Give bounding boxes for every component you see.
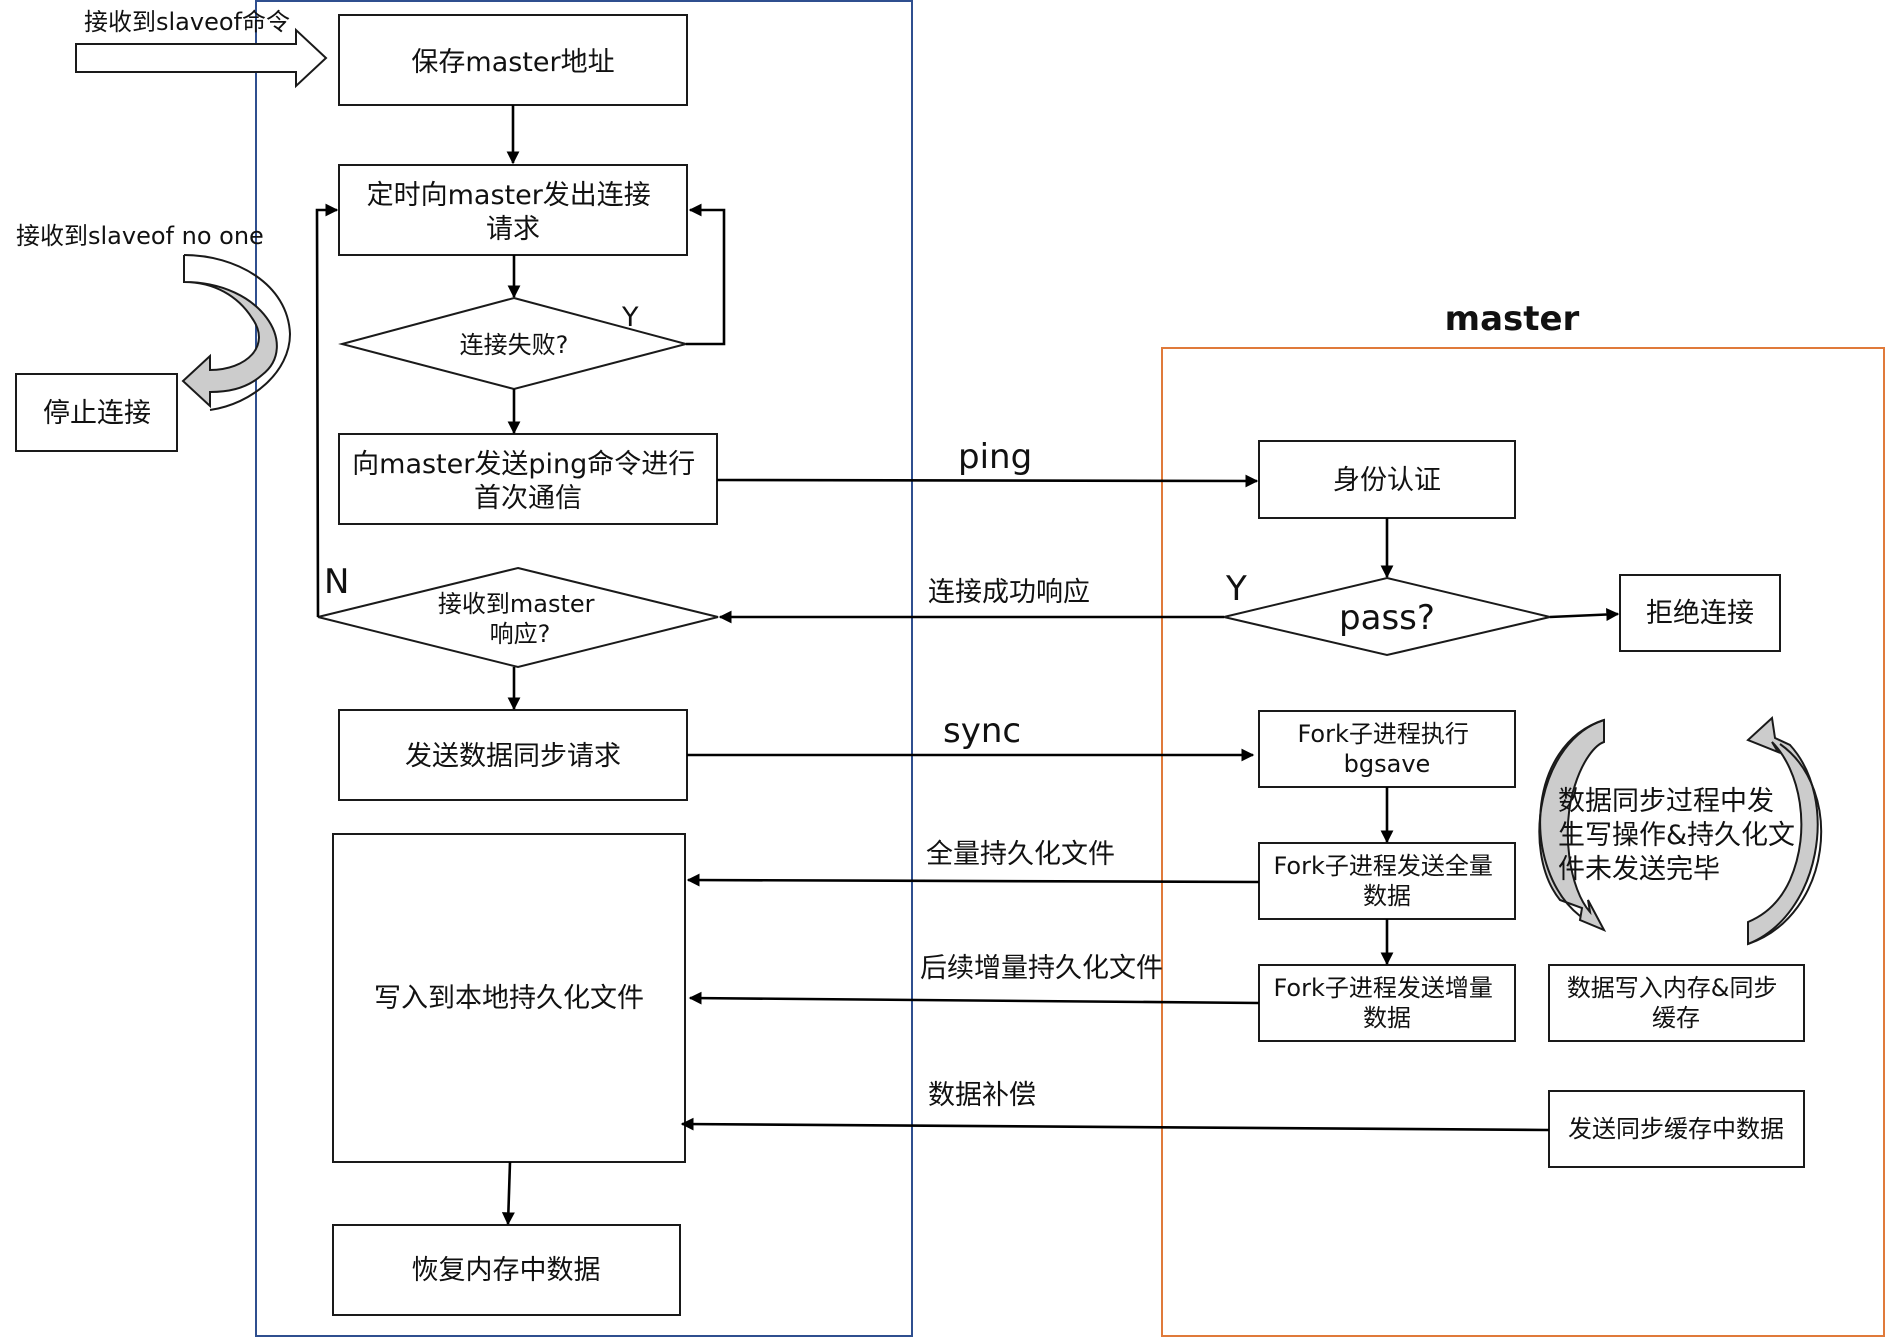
received-response-line-2: 响应? — [490, 620, 551, 648]
fork-send-incr-box — [1258, 964, 1516, 1042]
edge-buffer-to-write — [680, 1117, 1550, 1132]
edge-connect-ok-label: 连接成功响应 — [928, 577, 1090, 608]
connect-failed-yes-mark: Y — [621, 302, 639, 333]
timed-connect-label: 定时向master发出连接 请求 — [367, 180, 660, 245]
fork-bgsave-label: Fork子进程执行 bgsave — [1297, 720, 1476, 778]
timed-connect-line-1: 定时向master发出连接 — [367, 180, 651, 211]
pass-diamond — [1223, 576, 1551, 657]
fork-send-full-label: Fork子进程发送全量 数据 — [1273, 852, 1500, 910]
pass-yes-mark: Y — [1225, 569, 1247, 609]
fork-bgsave-line-1: Fork子进程执行 — [1297, 720, 1468, 748]
write-mem-buffer-line-1: 数据写入内存&同步 — [1567, 974, 1778, 1002]
edge-full-file-label: 全量持久化文件 — [926, 839, 1115, 870]
received-response-diamond — [317, 566, 719, 669]
timed-connect-box — [338, 164, 688, 256]
write-mem-buffer-line-2: 缓存 — [1652, 1004, 1700, 1032]
cycle-left-arrow-icon — [1538, 718, 1607, 932]
slave-frame — [255, 0, 913, 1337]
edge-response-no-loop — [315, 203, 339, 618]
connect-failed-label: 连接失败? — [460, 331, 569, 359]
master-title: master — [1445, 299, 1580, 339]
cycle-left-outline — [1539, 719, 1605, 917]
stop-connection-box — [15, 373, 178, 452]
edge-ping-label: ping — [958, 437, 1032, 477]
send-buffer-data-label: 发送同步缓存中数据 — [1568, 1115, 1784, 1143]
slaveof-arrow-icon — [75, 27, 328, 89]
write-mem-buffer-label: 数据写入内存&同步 缓存 — [1567, 974, 1785, 1032]
save-master-addr-label: 保存master地址 — [411, 47, 614, 78]
pass-label: pass? — [1339, 598, 1435, 638]
write-mem-buffer-box — [1548, 964, 1805, 1042]
edge-write-to-restore — [501, 1161, 515, 1226]
reject-box — [1619, 574, 1781, 652]
received-response-line-1: 接收到master — [438, 590, 595, 618]
edge-incr-file-label: 后续增量持久化文件 — [920, 953, 1163, 984]
edge-incr-to-write — [688, 991, 1260, 1005]
edge-full-to-write — [686, 873, 1260, 887]
write-local-file-label: 写入到本地持久化文件 — [374, 983, 644, 1014]
send-ping-line-1: 向master发送ping命令进行 — [352, 449, 695, 480]
cycle-right-outline — [1747, 743, 1823, 945]
restore-memory-box — [332, 1224, 681, 1316]
edge-sync-label: sync — [943, 711, 1021, 751]
send-ping-line-2: 首次通信 — [474, 483, 582, 514]
restore-memory-label: 恢复内存中数据 — [412, 1255, 601, 1286]
stop-connection-label: 停止连接 — [43, 398, 151, 429]
send-buffer-data-box — [1548, 1090, 1805, 1168]
curved-arrow-icon — [181, 255, 278, 409]
fork-send-full-line-1: Fork子进程发送全量 — [1273, 852, 1492, 880]
send-ping-box — [338, 433, 718, 525]
fork-bgsave-box — [1258, 710, 1516, 788]
fork-bgsave-line-2: bgsave — [1344, 750, 1431, 778]
master-frame — [1161, 347, 1885, 1337]
fork-send-incr-line-2: 数据 — [1363, 1004, 1411, 1032]
received-response-no-mark: N — [324, 562, 349, 602]
cycle-right-arrow-icon — [1746, 715, 1819, 946]
edge-pass-to-reject — [1549, 608, 1620, 622]
fork-send-full-box — [1258, 842, 1516, 920]
edge-failed-yes-loop — [686, 203, 726, 346]
edge-ping-to-auth — [716, 474, 1259, 488]
fork-send-incr-label: Fork子进程发送增量 数据 — [1273, 974, 1500, 1032]
cycle-note-line-1: 数据同步过程中发 — [1558, 786, 1774, 817]
fork-send-incr-line-1: Fork子进程发送增量 — [1273, 974, 1492, 1002]
curved-arrow-top-icon — [183, 254, 292, 411]
save-master-addr-box — [338, 14, 688, 106]
received-response-label: 接收到master 响应? — [438, 590, 602, 648]
edge-compensate-label: 数据补偿 — [928, 1080, 1036, 1111]
reject-label: 拒绝连接 — [1646, 598, 1754, 629]
cycle-note-line-3: 件未发送完毕 — [1558, 854, 1720, 885]
auth-label: 身份认证 — [1333, 465, 1441, 496]
cycle-note-line-2: 生写操作&持久化文 — [1558, 820, 1795, 851]
cycle-note-label: 数据同步过程中发 生写操作&持久化文 件未发送完毕 — [1558, 786, 1804, 885]
trigger-slaveof-label: 接收到slaveof命令 — [84, 8, 290, 36]
trigger-no-one-label: 接收到slaveof no one — [16, 222, 264, 250]
send-ping-label: 向master发送ping命令进行 首次通信 — [352, 449, 704, 514]
fork-send-full-line-2: 数据 — [1363, 882, 1411, 910]
send-sync-request-label: 发送数据同步请求 — [405, 741, 621, 772]
timed-connect-line-2: 请求 — [486, 214, 540, 245]
write-local-file-box — [332, 833, 686, 1163]
